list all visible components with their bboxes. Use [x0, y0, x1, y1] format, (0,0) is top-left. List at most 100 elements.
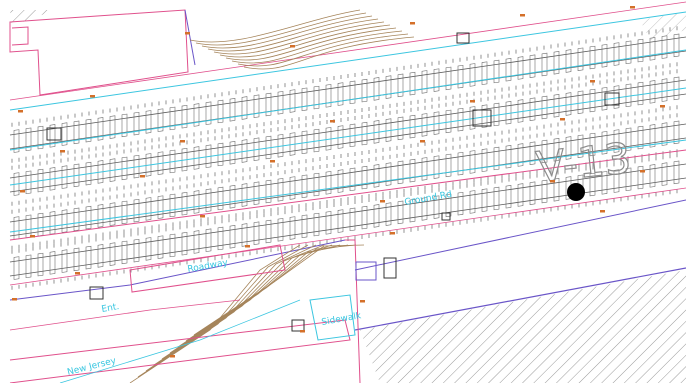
rail-tie [445, 109, 452, 134]
rail-tie [205, 101, 212, 125]
rail-tie [277, 91, 284, 115]
survey-marker [630, 6, 635, 9]
survey-marker [520, 14, 525, 17]
label-sidewalk: Sidewalk [321, 311, 363, 328]
survey-marker [640, 170, 645, 173]
survey-marker [18, 110, 23, 113]
rail-tie [493, 102, 500, 127]
rail-tie [541, 139, 548, 164]
rail-tie [85, 205, 92, 230]
rail-tie [397, 160, 404, 185]
rail-tie [313, 85, 320, 110]
contour-line [137, 244, 309, 378]
rail-line [9, 137, 686, 237]
rail-tie [565, 49, 572, 73]
rail-tie [409, 158, 416, 183]
contour-line [225, 27, 397, 61]
rail-tie [109, 202, 116, 226]
rail-tie [73, 120, 80, 145]
rail-tie [649, 80, 656, 104]
survey-marker [180, 140, 185, 143]
survey-marker [410, 22, 415, 25]
rail-tie [145, 110, 152, 134]
rail-tie [493, 186, 500, 211]
rail-tie [373, 120, 380, 144]
rail-tie [61, 249, 68, 273]
rail-tie [505, 185, 512, 209]
rail-tie [13, 256, 20, 280]
utility-box [383, 257, 397, 279]
rail-tie [445, 66, 452, 91]
survey-marker [270, 160, 275, 163]
survey-marker [12, 298, 17, 301]
rail-tie [49, 251, 56, 275]
rail-tie [661, 162, 668, 186]
survey-marker [300, 330, 305, 333]
survey-marker [470, 100, 475, 103]
rail-tie [313, 212, 320, 237]
rail-tie [601, 171, 608, 195]
rail-tie [553, 178, 560, 202]
rail-tie [121, 240, 128, 265]
rail-tie [229, 98, 236, 122]
rail-tie [505, 145, 512, 169]
rail-tie [637, 38, 644, 63]
rail-tie [205, 228, 212, 252]
survey-marker [30, 235, 35, 238]
rail-tie [157, 195, 164, 219]
rail-tie [157, 108, 164, 132]
contour-line [189, 9, 361, 43]
control-point-marker[interactable] [567, 183, 585, 201]
rail-tie [397, 116, 404, 141]
rail-tie [433, 155, 440, 179]
rail-tie [97, 117, 104, 141]
rail-tie [601, 87, 608, 111]
rail-tie [325, 171, 332, 195]
rail-tie [457, 191, 464, 216]
rail-tie [577, 47, 584, 71]
rail-tie [181, 104, 188, 129]
contour-line [195, 12, 367, 46]
survey-marker [420, 140, 425, 143]
contour-line [213, 21, 385, 55]
rail-tie [469, 106, 476, 130]
contour-line [201, 15, 373, 49]
rail-tie [349, 167, 356, 192]
rail-tie [649, 124, 656, 148]
rail-tie [193, 230, 200, 254]
contour-line [219, 24, 391, 58]
rail-tie [529, 97, 536, 121]
rail-tie [121, 200, 128, 225]
rail-tie [529, 54, 536, 78]
rail-tie [241, 223, 248, 247]
utility-box [441, 212, 451, 221]
rail-tie [133, 198, 140, 223]
label-new-jersey: New Jersey [66, 356, 118, 378]
rail-tie [361, 78, 368, 103]
rail-tie [157, 235, 164, 259]
rail-tie [325, 84, 332, 108]
lower-roadway-structure [9, 239, 361, 383]
rail-tie [541, 179, 548, 204]
rail-tie [589, 88, 596, 113]
rail-tie [445, 153, 452, 178]
rail-tie [325, 211, 332, 235]
rail-tie [37, 125, 44, 150]
rail-tie [433, 111, 440, 135]
rail-tie [481, 61, 488, 85]
rail-tie [241, 96, 248, 120]
rail-tie [613, 42, 620, 66]
survey-marker [140, 175, 145, 178]
rail-tie [421, 70, 428, 94]
rail-tie [169, 193, 176, 218]
survey-marker [390, 232, 395, 235]
rail-tie [301, 174, 308, 199]
rail-tie [313, 172, 320, 197]
rail-tie [217, 99, 224, 124]
contour-line [243, 36, 415, 70]
rail-tie [253, 94, 260, 118]
rail-tie [481, 148, 488, 172]
rail-tie [253, 221, 260, 245]
